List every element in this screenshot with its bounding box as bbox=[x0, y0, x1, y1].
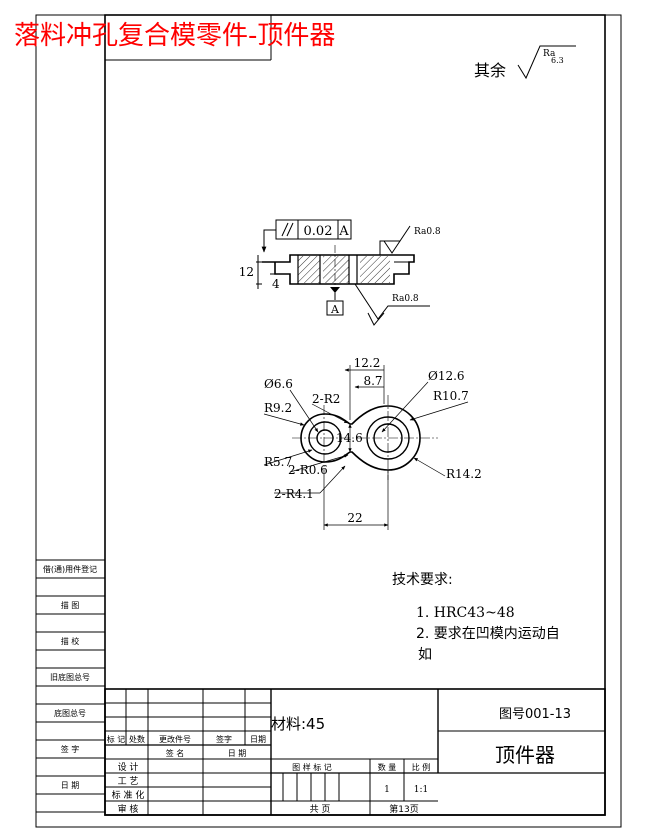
requirement-1: 1. HRC43~48 bbox=[416, 605, 515, 621]
material: 材料:45 bbox=[271, 715, 325, 733]
scale-label: 比 例 bbox=[412, 762, 431, 772]
rev-header-1: 标 记 bbox=[107, 734, 126, 744]
strip-label-2: 描 图 bbox=[61, 600, 80, 610]
strip-label-1: 借(通)用件登记 bbox=[43, 564, 97, 574]
top-title-frame bbox=[105, 15, 272, 61]
default-roughness-symbol: 其余 Ra 6.3 bbox=[474, 45, 576, 80]
roughness-ra: Ra bbox=[543, 49, 556, 59]
rev-header-4: 签字 bbox=[216, 734, 232, 744]
dim-22: 22 bbox=[347, 511, 362, 525]
sign-name-header: 签 名 bbox=[166, 748, 185, 758]
datum-box-label: A bbox=[330, 303, 340, 316]
role-process: 工 艺 bbox=[118, 776, 139, 787]
dim-r9-2: R9.2 bbox=[264, 401, 292, 415]
plan-view: 12.2 8.7 Ø6.6 Ø12.6 2-R2 R10.7 R9.2 14.6… bbox=[263, 356, 482, 530]
sheet-number: 第13页 bbox=[389, 803, 418, 815]
dim-phi-6-6: Ø6.6 bbox=[264, 377, 293, 391]
rev-header-3: 更改件号 bbox=[159, 734, 191, 744]
technical-requirements: 技术要求: 1. HRC43~48 2. 要求在凹模内运动自 如 bbox=[392, 572, 560, 663]
strip-label-6: 签 字 bbox=[61, 744, 80, 754]
total-sheets: 共 页 bbox=[310, 804, 331, 815]
rev-header-2: 处数 bbox=[129, 734, 145, 744]
dim-12-2: 12.2 bbox=[354, 356, 381, 370]
stage-label: 图 样 标 记 bbox=[292, 762, 332, 772]
dim-step: 4 bbox=[272, 277, 280, 291]
requirement-2: 2. 要求在凹模内运动自 bbox=[416, 626, 560, 642]
scale-value: 1:1 bbox=[414, 785, 428, 795]
requirements-heading: 技术要求: bbox=[392, 572, 453, 588]
sheet-border bbox=[35, 14, 622, 828]
dim-height: 12 bbox=[239, 265, 254, 279]
strip-label-5: 底图总号 bbox=[54, 708, 86, 718]
dim-r14-2: R14.2 bbox=[446, 467, 482, 481]
qty-label: 数 量 bbox=[378, 762, 397, 772]
strip-label-4: 旧底图总号 bbox=[50, 672, 90, 682]
requirement-2-cont: 如 bbox=[418, 647, 432, 663]
roughness-label: 其余 bbox=[474, 61, 506, 80]
dim-r10-7: R10.7 bbox=[433, 389, 469, 403]
qty-value: 1 bbox=[384, 785, 390, 795]
dim-8-7: 8.7 bbox=[363, 374, 382, 388]
dim-2-r0-6: 2-R0.6 bbox=[288, 463, 328, 477]
dim-2-r4-1: 2-R4.1 bbox=[274, 487, 314, 501]
dim-2-r2: 2-R2 bbox=[312, 392, 340, 406]
ra-bottom: Ra0.8 bbox=[392, 294, 419, 304]
overlay-title: 落料冲孔复合模零件-顶件器 bbox=[14, 21, 335, 51]
strip-label-3: 描 校 bbox=[61, 636, 80, 646]
title-block bbox=[104, 688, 606, 816]
section-view: 0.02 A 12 4 Ra0.8 A bbox=[239, 219, 441, 326]
roughness-value: 6.3 bbox=[551, 56, 564, 65]
sign-date-header: 日 期 bbox=[228, 749, 247, 758]
role-review: 审 核 bbox=[118, 803, 139, 815]
flatness-frame: 0.02 A bbox=[261, 219, 352, 253]
dim-14-6: 14.6 bbox=[336, 431, 363, 445]
role-standard: 标 准 化 bbox=[112, 789, 145, 801]
part-name: 顶件器 bbox=[495, 743, 555, 767]
strip-label-7: 日 期 bbox=[61, 781, 80, 790]
title-block-text: 材料:45 图号001-13 顶件器 标 记 处数 更改件号 签字 日期 签 名… bbox=[107, 707, 571, 815]
flatness-datum: A bbox=[338, 224, 349, 239]
role-design: 设 计 bbox=[118, 761, 139, 773]
flatness-value: 0.02 bbox=[304, 224, 333, 239]
rev-header-5: 日期 bbox=[250, 735, 266, 744]
dim-phi-12-6: Ø12.6 bbox=[428, 369, 465, 383]
ra-top: Ra0.8 bbox=[414, 227, 441, 237]
drawing-number: 图号001-13 bbox=[499, 707, 571, 722]
left-strip-table bbox=[36, 559, 105, 813]
dim-r5-7: R5.7 bbox=[264, 455, 292, 469]
